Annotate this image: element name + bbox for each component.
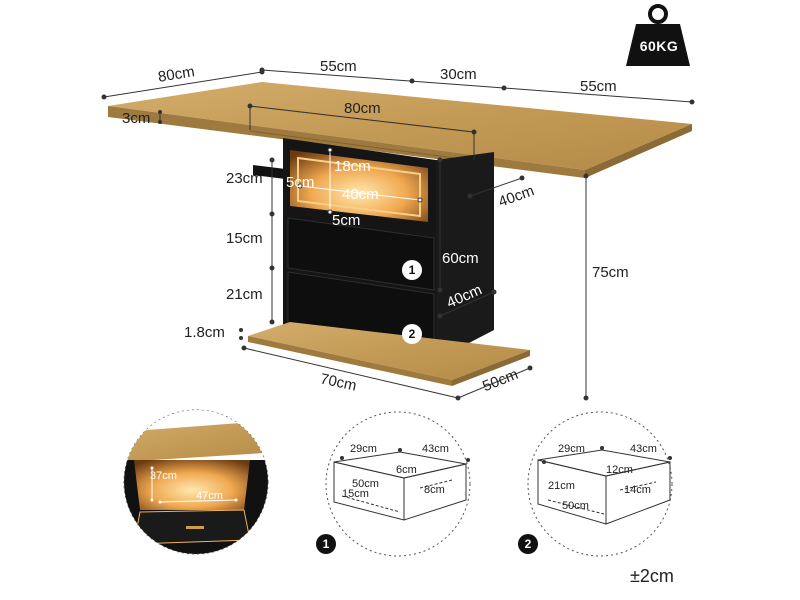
- cabinet-front: [283, 138, 436, 360]
- dim-drawer1-height: 15cm: [226, 230, 263, 247]
- detail-d2-depth: 29cm: [558, 443, 585, 455]
- dim-shelf-inner-width: 40cm: [342, 186, 379, 203]
- detail-shelf-width: 47cm: [196, 490, 223, 502]
- drawer1-badge: 1: [402, 260, 422, 280]
- detail-d2-width: 43cm: [630, 443, 657, 455]
- detail-d2-inner-depth: 50cm: [562, 500, 589, 512]
- detail-d1-inner-depth: 50cm: [352, 478, 379, 490]
- dim-top-seg2: 30cm: [440, 66, 477, 83]
- detail-d2-badge: 2: [518, 534, 538, 554]
- detail-drawer1-circle: [325, 411, 471, 557]
- detail-d1-width: 43cm: [422, 443, 449, 455]
- dim-total-height: 75cm: [592, 264, 629, 281]
- drawer2-badge: 2: [402, 324, 422, 344]
- detail-d2-inner-width: 14cm: [624, 484, 651, 496]
- dim-shelf-bottom: 5cm: [332, 212, 361, 229]
- detail-d1-height: 6cm: [396, 464, 417, 476]
- tolerance-note: ±2cm: [630, 566, 674, 586]
- detail-d1-depth: 29cm: [350, 443, 377, 455]
- detail-d1-badge: 1: [316, 534, 336, 554]
- dim-shelf-inner-height: 18cm: [334, 158, 371, 175]
- weight-icon: [626, 4, 690, 66]
- dim-top-thickness: 3cm: [122, 110, 151, 127]
- cabinet-side: [436, 152, 494, 360]
- detail-d1-inner-width: 8cm: [424, 484, 445, 496]
- detail-d1-side: 15cm: [342, 488, 369, 500]
- dim-top-seg1: 55cm: [320, 58, 357, 75]
- weight-label: 60KG: [639, 38, 679, 54]
- cabinet-base: [248, 322, 530, 386]
- detail-d2-side: 21cm: [548, 480, 575, 492]
- detail-d2-height: 12cm: [606, 464, 633, 476]
- detail-shelf-height: 37cm: [150, 470, 177, 482]
- dim-drawer2-height: 21cm: [226, 286, 263, 303]
- dim-shelf-side: 5cm: [286, 174, 315, 191]
- dim-top-seg3: 55cm: [580, 78, 617, 95]
- dim-cabinet-height: 60cm: [442, 250, 479, 267]
- dim-shelf-height: 23cm: [226, 170, 263, 187]
- detail-shelf-circle: [123, 409, 269, 555]
- dimension-lines: [101, 67, 695, 401]
- dim-top-inner-width: 80cm: [344, 100, 381, 117]
- dim-base-height: 1.8cm: [184, 324, 225, 341]
- detail-drawer2-circle: [527, 411, 673, 557]
